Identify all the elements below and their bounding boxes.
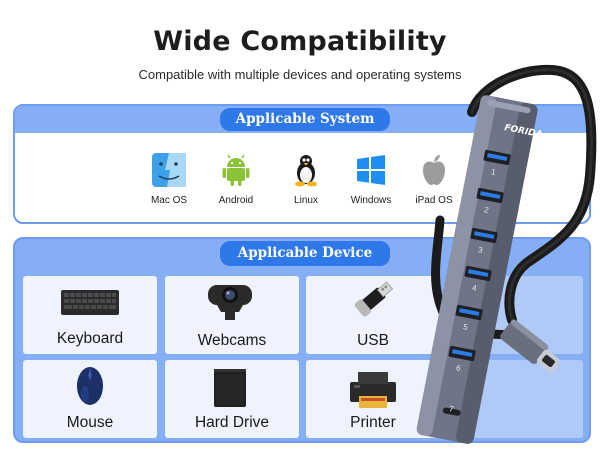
device-tile-hidden <box>447 360 583 438</box>
usb-drive-icon <box>354 281 394 317</box>
device-tile-webcams: Webcams <box>165 276 299 354</box>
os-item-windows: Windows <box>334 152 408 206</box>
printer-icon <box>350 372 396 408</box>
applicable-device-card: Applicable Device Keyboard Webcams <box>13 237 591 443</box>
device-label: Keyboard <box>56 330 124 347</box>
device-tile-hidden <box>447 276 583 354</box>
keyboard-icon <box>61 290 119 315</box>
device-label: Printer <box>350 414 396 431</box>
device-tile-mouse: Mouse <box>23 360 157 438</box>
device-tile-printer: Printer <box>306 360 440 438</box>
device-label: USB <box>357 332 389 349</box>
device-heading: Applicable Device <box>220 241 390 266</box>
os-label: Android <box>218 195 254 206</box>
device-label: Mouse <box>66 414 114 431</box>
apple-icon <box>423 155 445 185</box>
webcam-icon <box>208 285 252 320</box>
device-label: Webcams <box>197 332 267 349</box>
os-label: Linux <box>294 195 318 206</box>
system-heading: Applicable System <box>220 108 390 131</box>
page-title: Wide Compatibility <box>153 26 447 57</box>
device-label: Hard Drive <box>194 414 270 431</box>
os-item-linux: Linux <box>269 152 343 206</box>
device-tile-keyboard: Keyboard <box>23 276 157 354</box>
os-item-macos: Mac OS <box>132 152 206 206</box>
device-tile-hard-drive: Hard Drive <box>165 360 299 438</box>
windows-icon <box>357 155 385 185</box>
tux-icon <box>295 155 317 187</box>
os-label: Windows <box>350 195 392 206</box>
os-item-ipados: iPad OS <box>397 152 471 206</box>
hard-drive-icon <box>214 369 246 407</box>
os-label: Mac OS <box>150 195 188 206</box>
os-label: iPad OS <box>415 195 453 206</box>
finder-icon <box>152 153 186 187</box>
device-tile-usb: USB <box>306 276 440 354</box>
page-subtitle: Compatible with multiple devices and ope… <box>138 67 462 82</box>
os-item-android: Android <box>199 152 273 206</box>
mouse-icon <box>77 367 103 405</box>
android-icon <box>222 154 250 186</box>
applicable-system-card: Applicable System Mac OS Android <box>13 104 591 224</box>
